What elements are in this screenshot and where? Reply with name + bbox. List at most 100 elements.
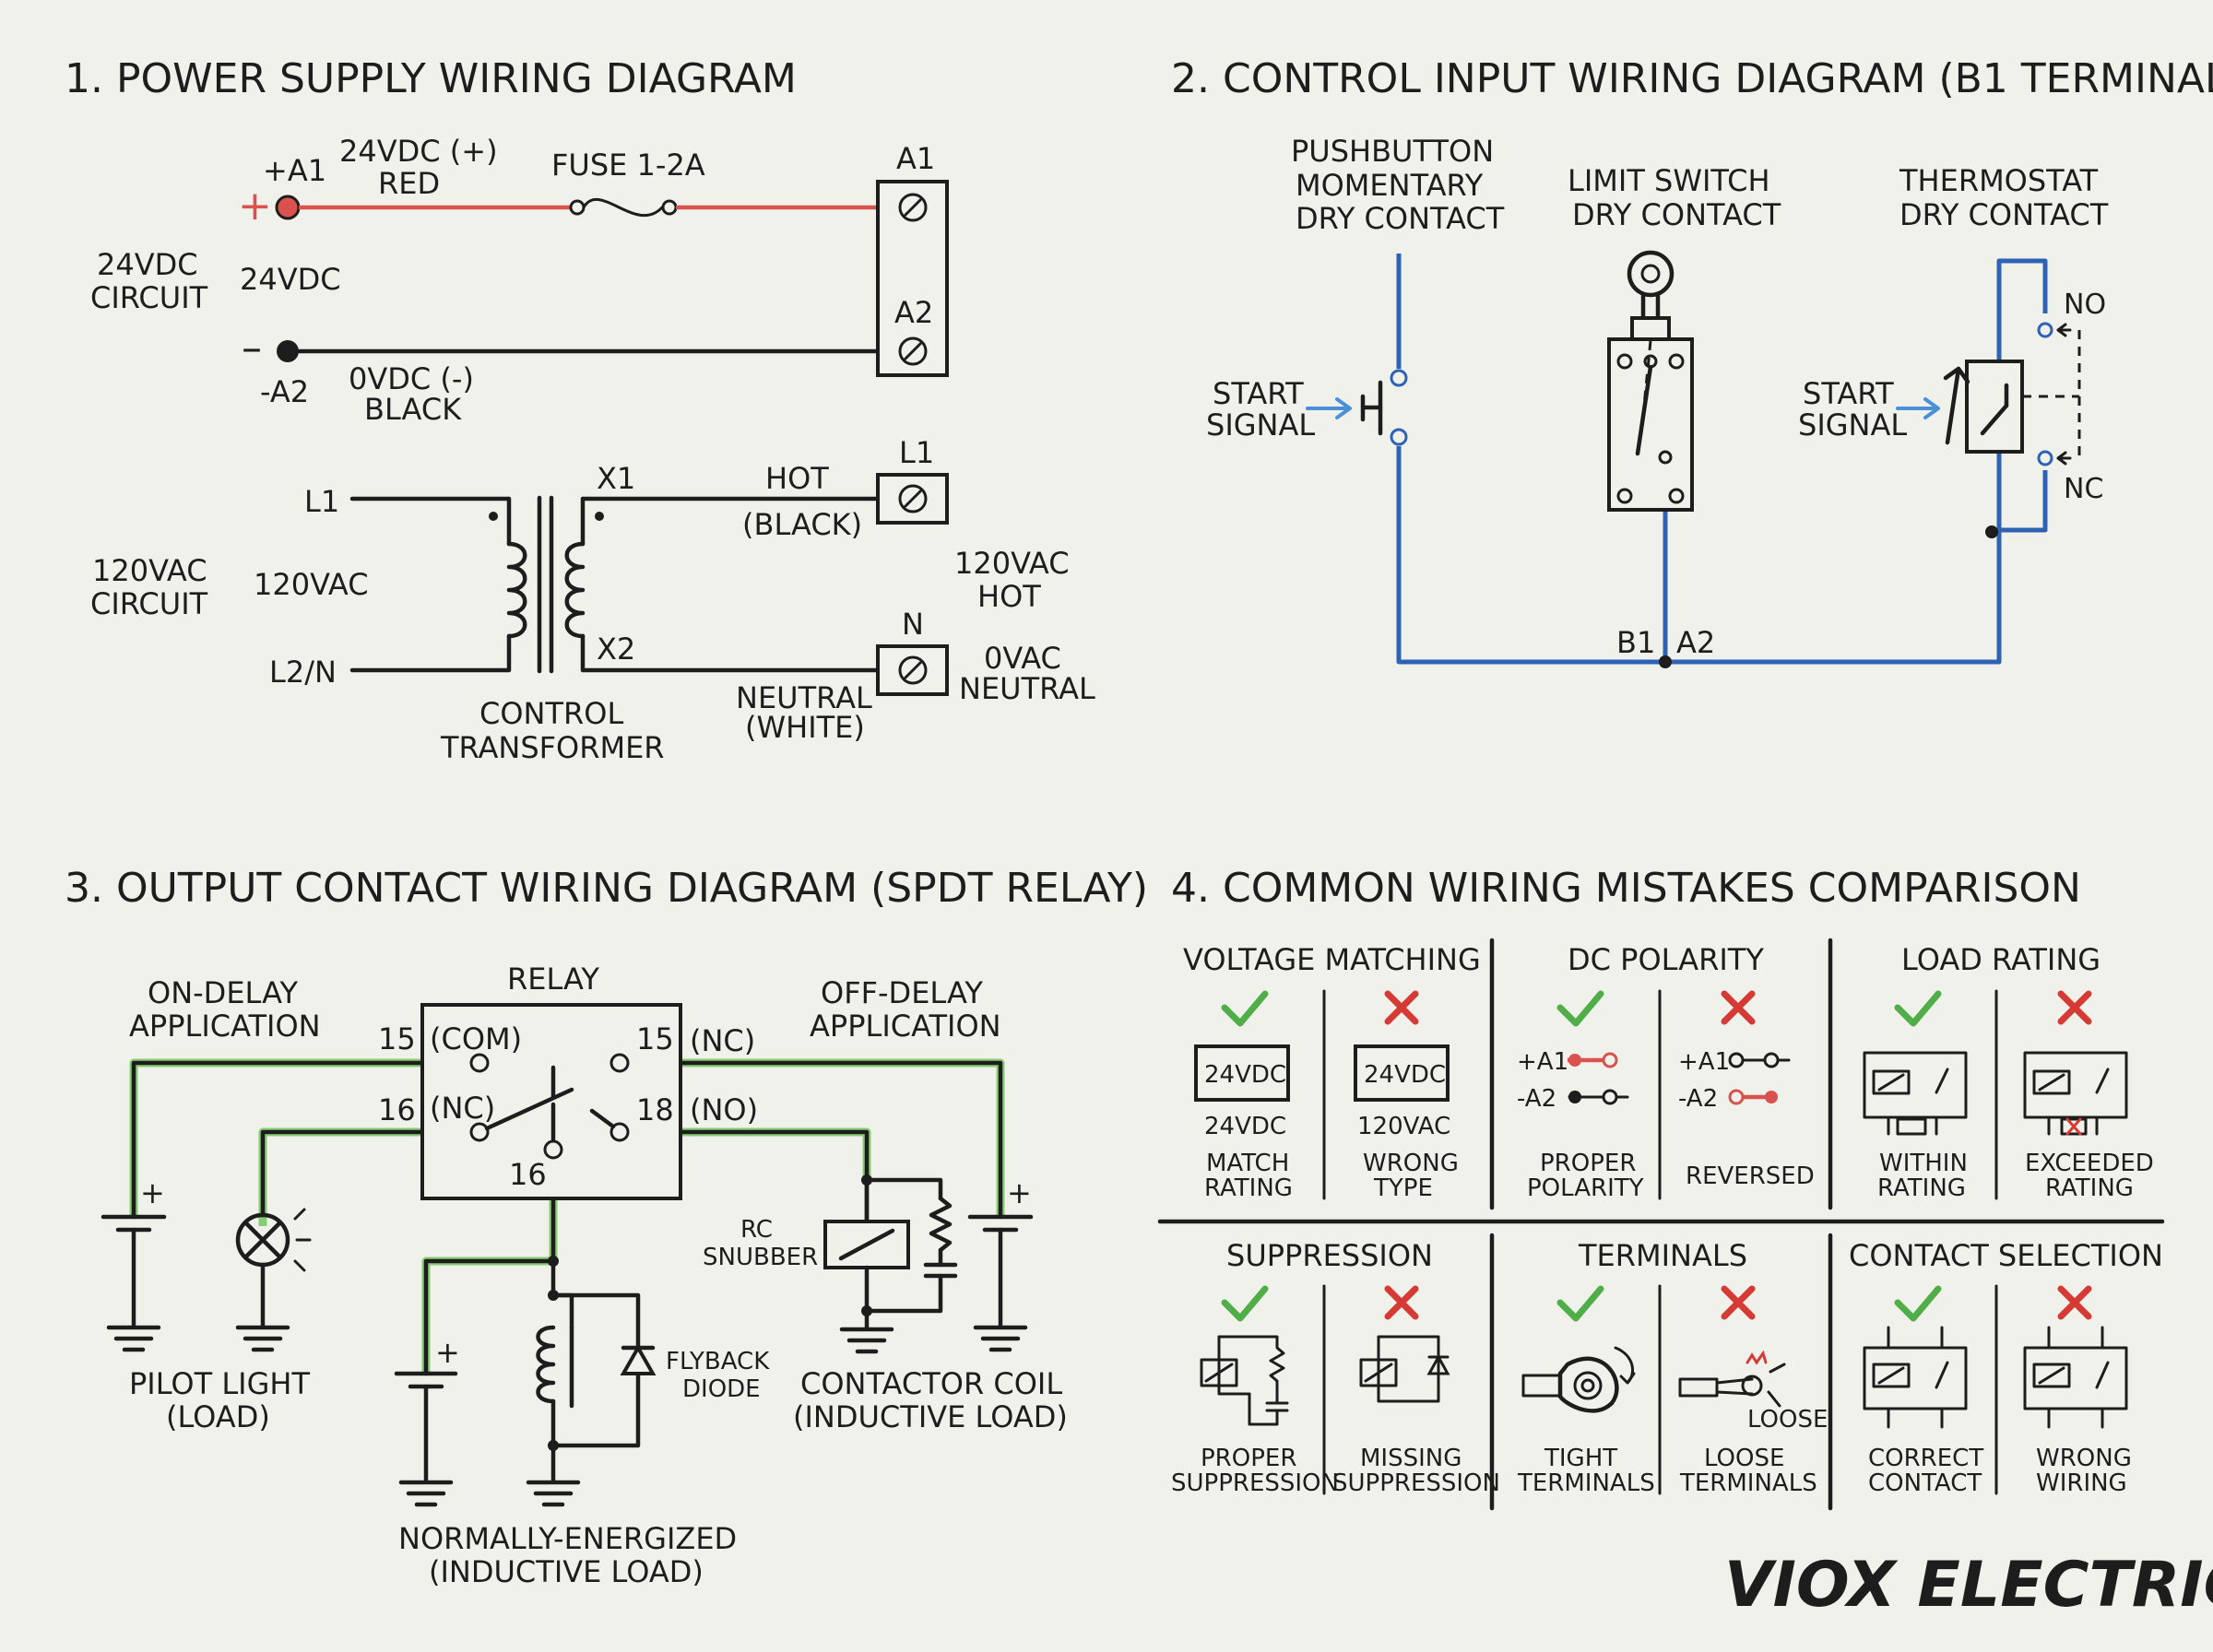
- control-input-panel: 2. CONTROL INPUT WIRING DIAGRAM (B1 TERM…: [1171, 55, 2213, 668]
- terminal-15-right: 15: [636, 1021, 674, 1056]
- x2-label: X2: [597, 631, 635, 667]
- hot-wire-color-label: (BLACK): [742, 507, 862, 542]
- loose-tag: LOOSE: [1747, 1406, 1828, 1434]
- ac-circuit-label-2: CIRCUIT: [90, 586, 208, 621]
- thermostat-label-2: DRY CONTACT: [1899, 197, 2109, 232]
- pushbutton-label-1: PUSHBUTTON: [1291, 134, 1494, 169]
- contact-bad-relay-icon: [2023, 1326, 2128, 1429]
- thermostat-junction-dot: [1985, 525, 1998, 538]
- thermostat-start-signal-1: START: [1803, 376, 1894, 411]
- vm-good-box-label: 24VDC: [1204, 1061, 1286, 1089]
- a2-control-label: A2: [1676, 625, 1715, 660]
- contactor-label-2: (INDUCTIVE LOAD): [793, 1399, 1068, 1434]
- tight-terminal-icon: [1521, 1346, 1636, 1413]
- vm-bad-caption-2: TYPE: [1373, 1174, 1433, 1202]
- pushbutton-start-signal-1: START: [1213, 376, 1304, 411]
- off-delay-dc-source-icon: [967, 1214, 1034, 1352]
- pol-good-a1: +A1: [1517, 1048, 1568, 1076]
- terminals-good-caption-2: TERMINALS: [1517, 1469, 1655, 1497]
- normally-energized-label-2: (INDUCTIVE LOAD): [429, 1554, 704, 1589]
- positive-symbol: +: [238, 183, 272, 230]
- terminals-bad-caption-1: LOOSE: [1704, 1445, 1784, 1472]
- suppression-bad-icon: [1359, 1335, 1450, 1403]
- pol-bad-a1: +A1: [1678, 1048, 1730, 1076]
- dc-circuit-label-2: CIRCUIT: [90, 280, 208, 315]
- rc-snubber-label-2: SNUBBER: [703, 1244, 818, 1271]
- dc-circuit-label-1: 24VDC: [97, 247, 198, 282]
- negative-symbol: –: [242, 324, 262, 372]
- terminal-l1-label: L1: [899, 435, 934, 470]
- negative-wire-label-2: BLACK: [364, 392, 462, 427]
- ac-circuit-label-1: 120VAC: [92, 553, 207, 588]
- off-delay-label-2: APPLICATION: [810, 1009, 1001, 1044]
- vm-good-value: 24VDC: [1204, 1113, 1286, 1140]
- pol-bad-caption-1: REVERSED: [1686, 1162, 1815, 1190]
- normally-energized-dc-source-icon: [394, 1371, 458, 1507]
- limit-switch-label-1: LIMIT SWITCH: [1568, 163, 1770, 198]
- pushbutton-start-signal-2: SIGNAL: [1206, 407, 1315, 442]
- thermostat-nc-label: NC: [2064, 473, 2103, 505]
- terminal-screw-n-icon: [898, 655, 928, 685]
- negative-wire-label-1: 0VDC (-): [349, 361, 474, 396]
- terminals-bad-caption-2: TERMINALS: [1679, 1469, 1817, 1497]
- transformer-label-2: TRANSFORMER: [440, 730, 665, 765]
- a2-supply-label: -A2: [260, 374, 309, 409]
- vm-good-caption-2: RATING: [1204, 1174, 1293, 1202]
- load-bad-caption-1: EXCEEDED: [2025, 1150, 2154, 1177]
- vm-bad-box: [1354, 1044, 1450, 1102]
- positive-terminal-dot: [275, 195, 301, 220]
- hot-side-label-1: 120VAC: [954, 546, 1070, 581]
- on-delay-label-1: ON-DELAY: [148, 975, 299, 1010]
- neutral-side-label-1: 0VAC: [984, 641, 1061, 676]
- suppression-bad-caption-1: MISSING: [1360, 1445, 1462, 1472]
- thermostat-signal-arrow-icon: [1896, 397, 1940, 419]
- on-delay-label-2: APPLICATION: [129, 1009, 321, 1044]
- load-good-caption-2: RATING: [1877, 1174, 1966, 1202]
- l2n-input-label: L2/N: [269, 655, 337, 690]
- mistakes-panel: 4. COMMON WIRING MISTAKES COMPARISON VOL…: [1157, 865, 2165, 1511]
- pushbutton-label-3: DRY CONTACT: [1296, 201, 1505, 236]
- check-icon: [1556, 990, 1604, 1027]
- output-panel-title: 3. OUTPUT CONTACT WIRING DIAGRAM (SPDT R…: [65, 865, 1148, 912]
- a1-supply-label: +A1: [263, 153, 326, 188]
- thermostat-nc-wire: [1992, 470, 2048, 533]
- on-delay-green-wire: [129, 1058, 466, 1217]
- negative-terminal-dot: [277, 340, 299, 362]
- ac-voltage-label: 120VAC: [254, 567, 369, 602]
- cross-icon: [2057, 1285, 2092, 1320]
- rc-snubber-label-1: RC: [740, 1216, 773, 1244]
- category-suppression: SUPPRESSION: [1226, 1238, 1433, 1273]
- thermostat-icon: [1943, 322, 2081, 466]
- transformer-label-1: CONTROL: [479, 696, 623, 731]
- normally-energized-coil-icon: [526, 1256, 657, 1507]
- flyback-label-1: FLYBACK: [666, 1348, 770, 1375]
- terminals-good-caption-1: TIGHT: [1544, 1445, 1617, 1472]
- l1-input-label: L1: [304, 484, 339, 519]
- thermostat-label-1: THERMOSTAT: [1899, 163, 2099, 198]
- loose-terminal-icon: [1678, 1350, 1786, 1408]
- control-transformer-icon: [349, 495, 893, 674]
- spdt-relay-box: [420, 1003, 682, 1200]
- suppression-good-caption-1: PROPER: [1201, 1445, 1296, 1472]
- terminal-16-center: 16: [509, 1157, 547, 1192]
- flyback-label-2: DIODE: [682, 1375, 761, 1403]
- check-icon: [1221, 990, 1269, 1027]
- pol-good-connector-icon: [1568, 1052, 1629, 1105]
- pushbutton-label-2: MOMENTARY: [1296, 168, 1484, 203]
- check-icon: [1556, 1285, 1604, 1322]
- category-load-rating: LOAD RATING: [1901, 942, 2101, 977]
- limit-switch-icon: [1607, 250, 1694, 512]
- cross-icon: [2057, 990, 2092, 1025]
- pilot-light-icon: [235, 1203, 312, 1352]
- terminal-screw-l1-icon: [898, 484, 928, 513]
- check-icon: [1894, 990, 1942, 1027]
- off-delay-label-1: OFF-DELAY: [821, 975, 983, 1010]
- pushbutton-signal-arrow-icon: [1306, 397, 1352, 419]
- x1-label: X1: [597, 461, 635, 496]
- suppression-bad-caption-2: SUPPRESSION: [1332, 1469, 1500, 1497]
- cross-icon: [1384, 1285, 1419, 1320]
- terminal-n-label: N: [902, 607, 924, 642]
- category-voltage-matching: VOLTAGE MATCHING: [1183, 942, 1481, 977]
- vm-bad-box-label: 24VDC: [1364, 1061, 1446, 1089]
